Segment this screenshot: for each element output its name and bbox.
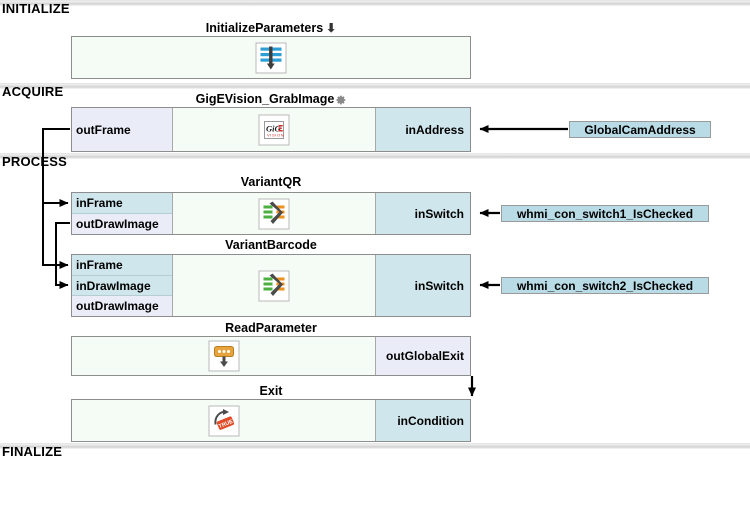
initialize-parameters-icon <box>255 42 287 73</box>
global-variable-globalcamaddress[interactable]: GlobalCamAddress <box>569 121 711 138</box>
global-variable-whmi-con-switch1[interactable]: whmi_con_switch1_IsChecked <box>501 205 709 222</box>
block-title-readparameter: ReadParameter <box>225 321 317 335</box>
block-title-initialize-parameters: InitializeParameters⬇ <box>71 21 471 35</box>
left-ports: outFrame <box>72 108 173 151</box>
block-exit[interactable]: TRUE inCondition <box>71 399 471 442</box>
right-ports: inSwitch <box>375 255 470 316</box>
svg-text:VISION: VISION <box>267 132 284 137</box>
section-separator-process <box>0 153 750 159</box>
block-title-variantbarcode: VariantBarcode <box>225 238 317 252</box>
block-title-text: GigEVision_GrabImage <box>195 92 335 106</box>
port-outglobalexit[interactable]: outGlobalExit <box>376 337 470 375</box>
port-inframe[interactable]: inFrame <box>72 255 172 276</box>
wire-outframe-to-variantbarcode-inframe <box>42 203 69 269</box>
block-variantqr[interactable]: inFrame outDrawImage inSwitch <box>71 192 471 235</box>
svg-text:TRUE: TRUE <box>218 418 234 429</box>
left-ports: inFrame inDrawImage outDrawImage <box>72 255 173 316</box>
block-variantbarcode[interactable]: inFrame inDrawImage outDrawImage inSwitc… <box>71 254 471 317</box>
right-ports: inCondition <box>375 400 470 441</box>
section-label-process: PROCESS <box>2 154 67 169</box>
wire-outdrawimage-to-indrawimage <box>55 222 70 289</box>
section-separator-initialize <box>0 0 750 6</box>
exit-true-icon: TRUE <box>208 405 239 436</box>
block-body <box>72 37 470 78</box>
block-title-exit: Exit <box>259 384 283 398</box>
port-inaddress[interactable]: inAddress <box>376 108 470 151</box>
block-title-gigevision-grabimage: GigEVision_GrabImage <box>71 92 471 108</box>
section-separator-finalize <box>0 443 750 449</box>
global-variable-whmi-con-switch2[interactable]: whmi_con_switch2_IsChecked <box>501 277 709 294</box>
block-title-variantqr: VariantQR <box>240 175 302 189</box>
block-body <box>72 337 375 375</box>
block-title-text: InitializeParameters <box>205 21 324 35</box>
read-parameter-icon <box>208 340 239 372</box>
port-incondition[interactable]: inCondition <box>376 400 470 441</box>
section-label-acquire: ACQUIRE <box>2 84 64 99</box>
block-body <box>173 193 375 234</box>
port-inswitch[interactable]: inSwitch <box>376 193 470 234</box>
svg-text:GiG: GiG <box>266 123 282 133</box>
variant-icon <box>258 270 290 301</box>
block-body <box>173 255 375 316</box>
right-ports: outGlobalExit <box>375 337 470 375</box>
block-initialize-parameters[interactable] <box>71 36 471 79</box>
port-outdrawimage[interactable]: outDrawImage <box>72 214 172 234</box>
gear-icon[interactable] <box>335 94 346 108</box>
section-label-finalize: FINALIZE <box>2 444 63 459</box>
right-ports: inSwitch <box>375 193 470 234</box>
port-indrawimage[interactable]: inDrawImage <box>72 276 172 296</box>
block-gigevision-grabimage[interactable]: outFrame GiG VISION inAddress <box>71 107 471 152</box>
port-inframe[interactable]: inFrame <box>72 193 172 214</box>
section-label-initialize: INITIALIZE <box>2 1 70 16</box>
gige-vision-icon: GiG VISION <box>258 114 290 145</box>
port-outframe[interactable]: outFrame <box>72 108 172 151</box>
down-arrow-icon: ⬇ <box>326 21 337 35</box>
left-ports: inFrame outDrawImage <box>72 193 173 234</box>
block-readparameter[interactable]: outGlobalExit <box>71 336 471 376</box>
block-body: TRUE <box>72 400 375 441</box>
variant-icon <box>258 198 290 229</box>
port-outdrawimage[interactable]: outDrawImage <box>72 296 172 316</box>
right-ports: inAddress <box>375 108 470 151</box>
section-separator-acquire <box>0 83 750 89</box>
block-body: GiG VISION <box>173 108 375 151</box>
port-inswitch[interactable]: inSwitch <box>376 255 470 316</box>
